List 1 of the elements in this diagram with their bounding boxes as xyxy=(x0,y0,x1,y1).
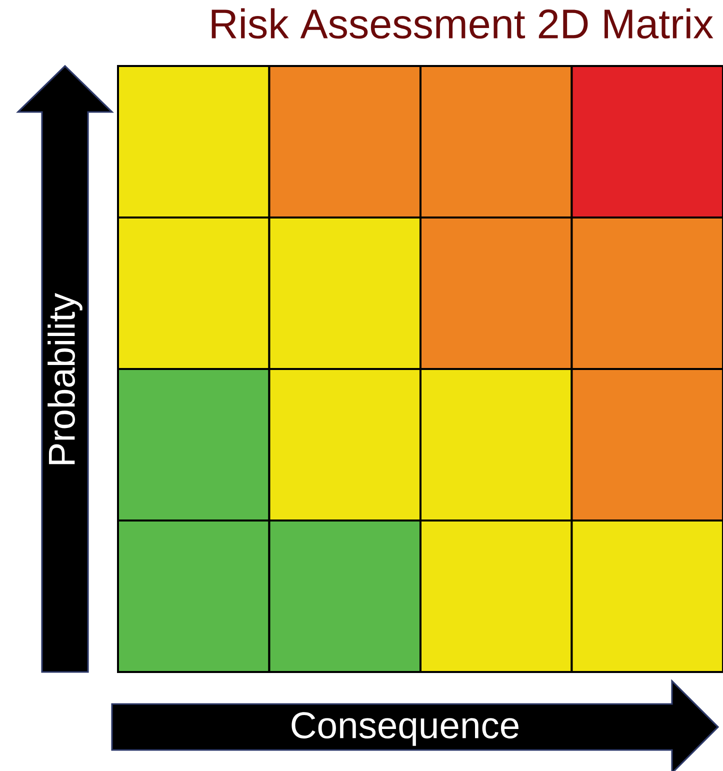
title: Risk Assessment 2D Matrix xyxy=(212,8,714,39)
